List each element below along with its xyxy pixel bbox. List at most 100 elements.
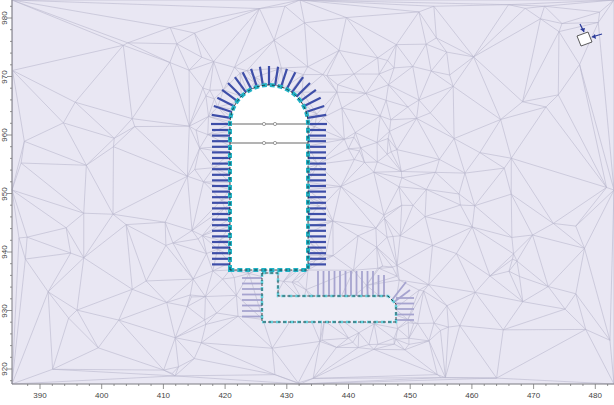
y-axis-label: 950 — [1, 187, 9, 200]
y-axis-label: 980 — [1, 11, 9, 24]
rock-bolt — [268, 66, 270, 85]
rock-bolt — [212, 263, 230, 265]
finite-element-mesh — [12, 0, 614, 384]
x-axis-label: 470 — [527, 392, 540, 400]
strut-node — [262, 122, 265, 125]
x-axis-label: 390 — [33, 392, 46, 400]
tunnel-boundary — [230, 85, 308, 270]
rock-bolt — [345, 271, 347, 296]
rock-bolt — [308, 135, 326, 137]
x-axis-label: 410 — [157, 392, 170, 400]
rock-bolt — [251, 69, 257, 87]
rock-bolt — [242, 288, 262, 290]
rock-bolt — [308, 263, 326, 265]
rock-bolt — [212, 179, 230, 181]
rock-bolt — [396, 319, 414, 321]
rock-bolt — [217, 98, 234, 107]
rock-bolt — [212, 129, 230, 131]
rock-bolt — [212, 241, 230, 243]
rock-bolt — [304, 98, 321, 107]
rock-bolt — [242, 310, 262, 312]
rock-bolt — [212, 219, 230, 221]
rock-bolt — [287, 72, 296, 89]
rock-bolt — [242, 277, 262, 279]
rock-bolt — [242, 305, 262, 307]
rock-bolt — [212, 207, 230, 209]
rock-bolt — [308, 157, 326, 159]
rock-bolt — [212, 213, 230, 215]
rock-bolt — [328, 271, 330, 296]
rock-bolt — [308, 174, 326, 176]
rock-bolt — [308, 247, 326, 249]
rock-bolt — [212, 230, 230, 232]
rock-bolt — [212, 168, 230, 170]
rock-bolt — [308, 146, 326, 148]
rock-bolt — [372, 271, 374, 296]
rock-bolt — [308, 123, 327, 125]
tunnel-liner — [230, 85, 308, 270]
rock-bolt — [308, 230, 326, 232]
rock-bolt — [308, 196, 326, 198]
x-axis-label: 460 — [465, 392, 478, 400]
rock-bolt — [212, 140, 230, 142]
rock-bolt — [212, 202, 230, 204]
rock-bolt — [308, 115, 327, 118]
rock-bolt — [212, 174, 230, 176]
strut — [230, 142, 308, 144]
rock-bolt — [212, 151, 230, 153]
rock-bolt — [308, 241, 326, 243]
rock-bolt — [212, 191, 230, 193]
rock-bolt — [323, 271, 325, 296]
x-axis-label: 420 — [218, 392, 231, 400]
x-axis-label: 430 — [280, 392, 293, 400]
rock-bolt — [212, 258, 230, 260]
rock-bolt — [308, 207, 326, 209]
rock-bolt — [356, 271, 358, 296]
rock-bolt — [361, 271, 363, 296]
rock-bolt — [308, 129, 326, 131]
rock-bolt — [212, 115, 231, 118]
rock-bolt — [308, 258, 326, 260]
rock-bolt — [235, 77, 246, 92]
y-axis-label: 960 — [1, 128, 9, 141]
x-axis-label: 450 — [404, 392, 417, 400]
rock-bolt — [242, 316, 262, 318]
rock-bolt — [301, 90, 316, 101]
rock-bolt — [212, 185, 230, 187]
rock-bolt — [396, 303, 414, 305]
rock-bolt — [383, 275, 385, 296]
x-axis-label: 480 — [589, 392, 602, 400]
stress-icon — [577, 24, 602, 46]
rock-bolt — [212, 196, 230, 198]
rock-bolt — [334, 271, 336, 296]
rock-bolt — [339, 271, 341, 296]
rock-bolt — [308, 185, 326, 187]
rock-bolt — [396, 314, 414, 316]
rock-bolt — [317, 271, 319, 296]
rock-bolt — [308, 163, 326, 165]
rock-bolt — [350, 271, 352, 296]
rock-bolt — [212, 163, 230, 165]
strut — [230, 123, 308, 125]
rock-bolt — [308, 191, 326, 193]
y-axis-label: 920 — [1, 362, 9, 375]
y-axis-label: 930 — [1, 304, 9, 317]
rock-bolt — [308, 252, 326, 254]
rock-bolt — [243, 72, 252, 89]
rock-bolt — [212, 157, 230, 159]
rock-bolt — [308, 202, 326, 204]
rock-bolt — [367, 271, 369, 296]
rock-bolt — [212, 252, 230, 254]
rock-bolt — [308, 168, 326, 170]
rock-bolt — [212, 135, 230, 137]
strut-node — [273, 141, 276, 144]
y-axis-label: 970 — [1, 70, 9, 83]
x-axis-label: 400 — [95, 392, 108, 400]
strut-node — [273, 122, 276, 125]
rock-bolt — [242, 283, 262, 285]
rock-bolt — [308, 179, 326, 181]
rock-bolt — [212, 146, 230, 148]
rock-bolt — [308, 235, 326, 237]
